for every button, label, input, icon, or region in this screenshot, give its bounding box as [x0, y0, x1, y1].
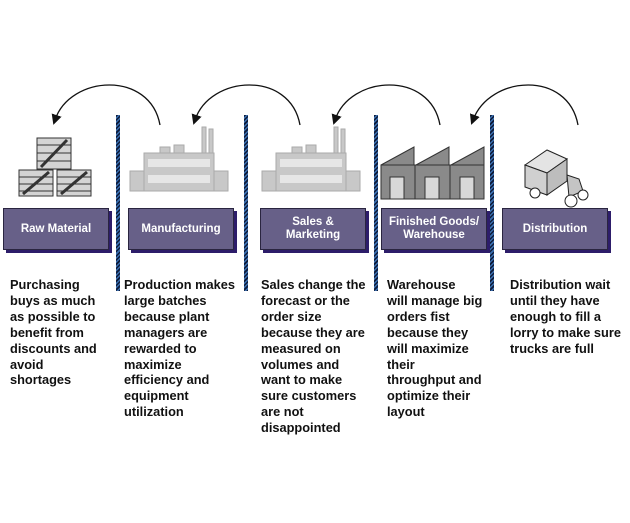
stage-label: Manufacturing [141, 222, 221, 235]
arrow-distribution-to-warehouse [469, 84, 579, 126]
crates-icon [18, 137, 92, 197]
stage-box-finished-goods: Finished Goods/ Warehouse [381, 208, 487, 250]
stage-box-manufacturing: Manufacturing [128, 208, 234, 250]
separator [374, 115, 378, 291]
stage-description-raw-material: Purchasing buys as much as possible to b… [10, 277, 97, 388]
stage-description-manufacturing: Production makes large batches because p… [124, 277, 235, 420]
stage-box-sales-marketing: Sales & Marketing [260, 208, 366, 250]
arrow-manufacturing-to-raw [51, 84, 161, 126]
stage-label: Distribution [522, 222, 588, 235]
stage-box-raw-material: Raw Material [3, 208, 109, 250]
factory-icon [261, 126, 361, 192]
factory-icon [129, 126, 229, 192]
truck-icon [523, 149, 589, 208]
arrow-sales-to-manufacturing [191, 84, 301, 126]
stage-description-distribution: Distribution wait until they have enough… [510, 277, 621, 356]
stage-label: Raw Material [20, 222, 92, 235]
separator [490, 115, 494, 291]
arrow-warehouse-to-sales [331, 84, 441, 126]
stage-description-sales-marketing: Sales change the forecast or the order s… [261, 277, 366, 436]
stage-box-distribution: Distribution [502, 208, 608, 250]
stage-label: Sales & Marketing [285, 216, 341, 241]
separator [116, 115, 120, 291]
stage-label: Finished Goods/ Warehouse [388, 216, 480, 241]
separator [244, 115, 248, 291]
stage-description-warehouse: Warehouse will manage big orders fist be… [387, 277, 483, 420]
warehouse-icon [380, 146, 485, 200]
